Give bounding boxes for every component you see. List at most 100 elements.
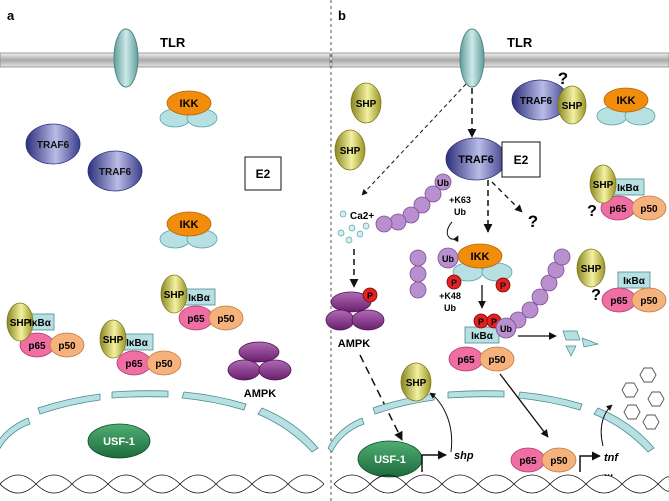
nfkb-nuclear: p65 p50 [510,447,577,473]
k48-label: +K48 [439,291,461,301]
shp-nfkb-complex-a-2: SHP IκBα p65 p50 [160,274,244,331]
shp-b-2: SHP [334,129,366,171]
traf6-label: TRAF6 [520,96,553,107]
tlr-label-a: TLR [160,35,186,50]
phospho-label: P [367,291,373,301]
tnf-protein-hexagons [621,367,665,430]
ikk-label-a-mid: IKK [180,219,199,231]
nuclear-envelope-a [0,390,319,453]
tlr-receptor-a [113,28,139,88]
question-mark: ? [591,287,601,304]
panel-b-letter: b [338,8,346,23]
p50-label: p50 [640,296,658,307]
membrane-a [0,52,331,68]
ampk-a: AMPK [227,341,292,400]
traf6-label-b-main: TRAF6 [458,154,493,166]
p50-label: p50 [488,355,506,366]
shp-b-nuclear: SHP [400,362,432,402]
k63-ub-label: Ub [454,207,466,217]
arrow-tlr-ca [361,83,467,196]
tnf-dots: ... [604,467,613,479]
traf6-shp-complex-b: TRAF6 SHP ? [511,69,587,125]
shp-label: SHP [10,318,31,329]
tnf-promoter-arrow [579,451,601,472]
ikba-label: IκBα [623,276,646,287]
arrow-ampk-usf1 [359,354,403,441]
usf1-label-a: USF-1 [103,436,135,448]
ikk-label-b-mid: IKK [471,251,490,263]
shp-gene-label: shp [454,450,474,462]
shp-nfkb-complex-b-2: SHP IκBα p65 p50 ? [576,248,667,313]
ampk-b: P AMPK [325,287,385,350]
p50-label: p50 [550,456,568,467]
arrow-shp-expression [429,392,453,453]
degraded-fragments [562,330,600,357]
ca-ions [337,210,370,244]
membrane-b [331,52,669,68]
ikba-label: IκBα [29,318,52,329]
shp-label: SHP [581,264,602,275]
ub-chain-ikba [509,248,571,329]
ub-label-traf6: Ub [437,178,449,188]
shp-nfkb-complex-b-1: SHP IκBα p65 p50 ? [587,164,667,221]
shp-label: SHP [103,335,124,346]
shp-nfkb-complex-a-3: SHP IκBα p65 p50 [99,319,182,376]
question-mark: ? [558,69,568,88]
p65-label: p65 [187,314,205,325]
arrow-tnf-expression [600,404,613,447]
k63-label: +K63 [449,195,471,205]
p65-label: p65 [125,359,143,370]
usf1-b: USF-1 [357,440,423,478]
phospho-label: P [491,317,497,327]
p50-label: p50 [217,314,235,325]
ub-label-ikk: Ub [442,254,454,264]
ikba-label: IκBα [617,183,640,194]
traf6-b-main: TRAF6 [445,137,507,181]
p50-label: p50 [155,359,173,370]
k63-ub-chain [375,173,452,233]
tnf-gene-label: tnf [604,452,619,464]
dna-b [333,474,669,494]
traf6-a-2: TRAF6 [87,150,143,192]
question-mark-branch: ? [528,212,538,231]
p50-label: p50 [58,341,76,352]
ca-label: Ca2+ [350,211,374,222]
traf6-a-1: TRAF6 [25,123,81,165]
p65-label: p65 [519,456,537,467]
ikba-label: IκBα [471,331,494,342]
p50-label: p50 [640,204,658,215]
phospho-label: P [451,278,457,288]
phospho-label: P [478,317,484,327]
e2-box-a [244,156,282,191]
ikk-label-b-top: IKK [617,95,636,107]
traf6-label-a-2: TRAF6 [99,167,132,178]
usf1-label-b: USF-1 [374,454,406,466]
ikba-phospho-complex: P P Ub IκBα p65 p50 [448,313,517,372]
ub-label-ikba: Ub [500,324,512,334]
e2-box-b [501,141,541,178]
k48-ub-label: Ub [444,303,456,313]
ikk-label-a-top: IKK [180,98,199,110]
e2-label-a: E2 [256,167,271,181]
k63-curve-arrow [446,221,459,243]
ikk-complex-a-top: IKK [159,90,218,128]
ampk-label-b: AMPK [338,338,370,350]
ikk-complex-b-top: IKK [596,87,656,126]
shp-nfkb-complex-a-1: SHP IκBα p65 p50 [6,302,85,358]
ikba-label: IκBα [188,293,211,304]
shp-label: SHP [593,180,614,191]
shp-label: SHP [356,99,377,110]
question-mark: ? [587,203,597,220]
p65-label: p65 [609,204,627,215]
tlr-label-b: TLR [507,35,533,50]
phospho-label: P [500,281,506,291]
p65-label: p65 [457,355,475,366]
dna-a [0,474,325,494]
shp-label: SHP [164,290,185,301]
arrow-traf6-unknown [491,181,523,213]
panel-a-letter: a [7,8,15,23]
arrow-nfkb-nucleus [499,373,549,438]
k48-ub-chain [409,249,427,299]
p65-label: p65 [610,296,628,307]
